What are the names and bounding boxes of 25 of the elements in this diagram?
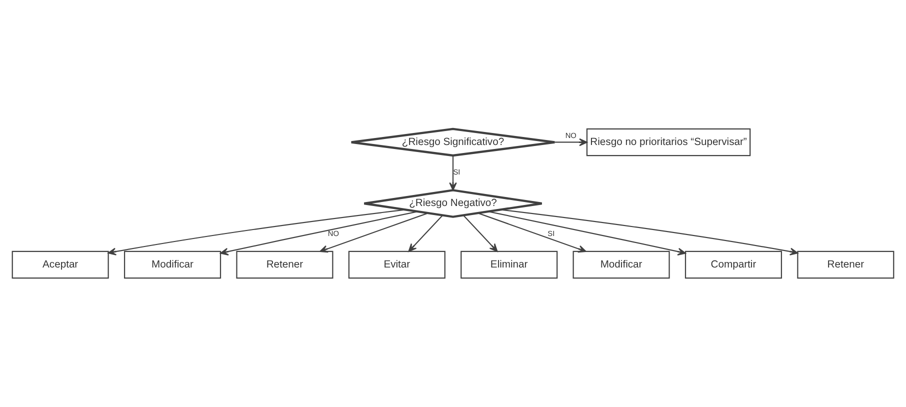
node-box: Modificar (572, 250, 670, 279)
arrow (320, 212, 428, 253)
arrow (478, 212, 586, 253)
edge-label: NO (565, 130, 576, 140)
node-diamond: ¿Riesgo Significativo? (350, 128, 556, 157)
node-box: Retener (797, 250, 894, 279)
arrow (108, 209, 406, 256)
node-diamond: ¿Riesgo Negativo? (363, 189, 543, 218)
edge-label: NO (328, 228, 339, 238)
edge-label: SI (548, 228, 555, 238)
node-box: Aceptar (12, 250, 109, 279)
node-box: Modificar (124, 250, 222, 279)
arrow (449, 156, 457, 191)
arrow (463, 215, 498, 252)
arrow (408, 215, 443, 252)
arrow (500, 209, 798, 256)
node-box: Compartir (684, 250, 782, 279)
node-box: Retener (236, 250, 334, 279)
arrow (488, 211, 686, 256)
edge-label: SI (453, 168, 460, 177)
arrow (220, 211, 418, 256)
arrow (554, 138, 588, 146)
node-box: Evitar (348, 250, 446, 279)
node-box: Riesgo no prioritarios “Supervisar” (586, 128, 751, 156)
node-box: Eliminar (460, 250, 558, 279)
